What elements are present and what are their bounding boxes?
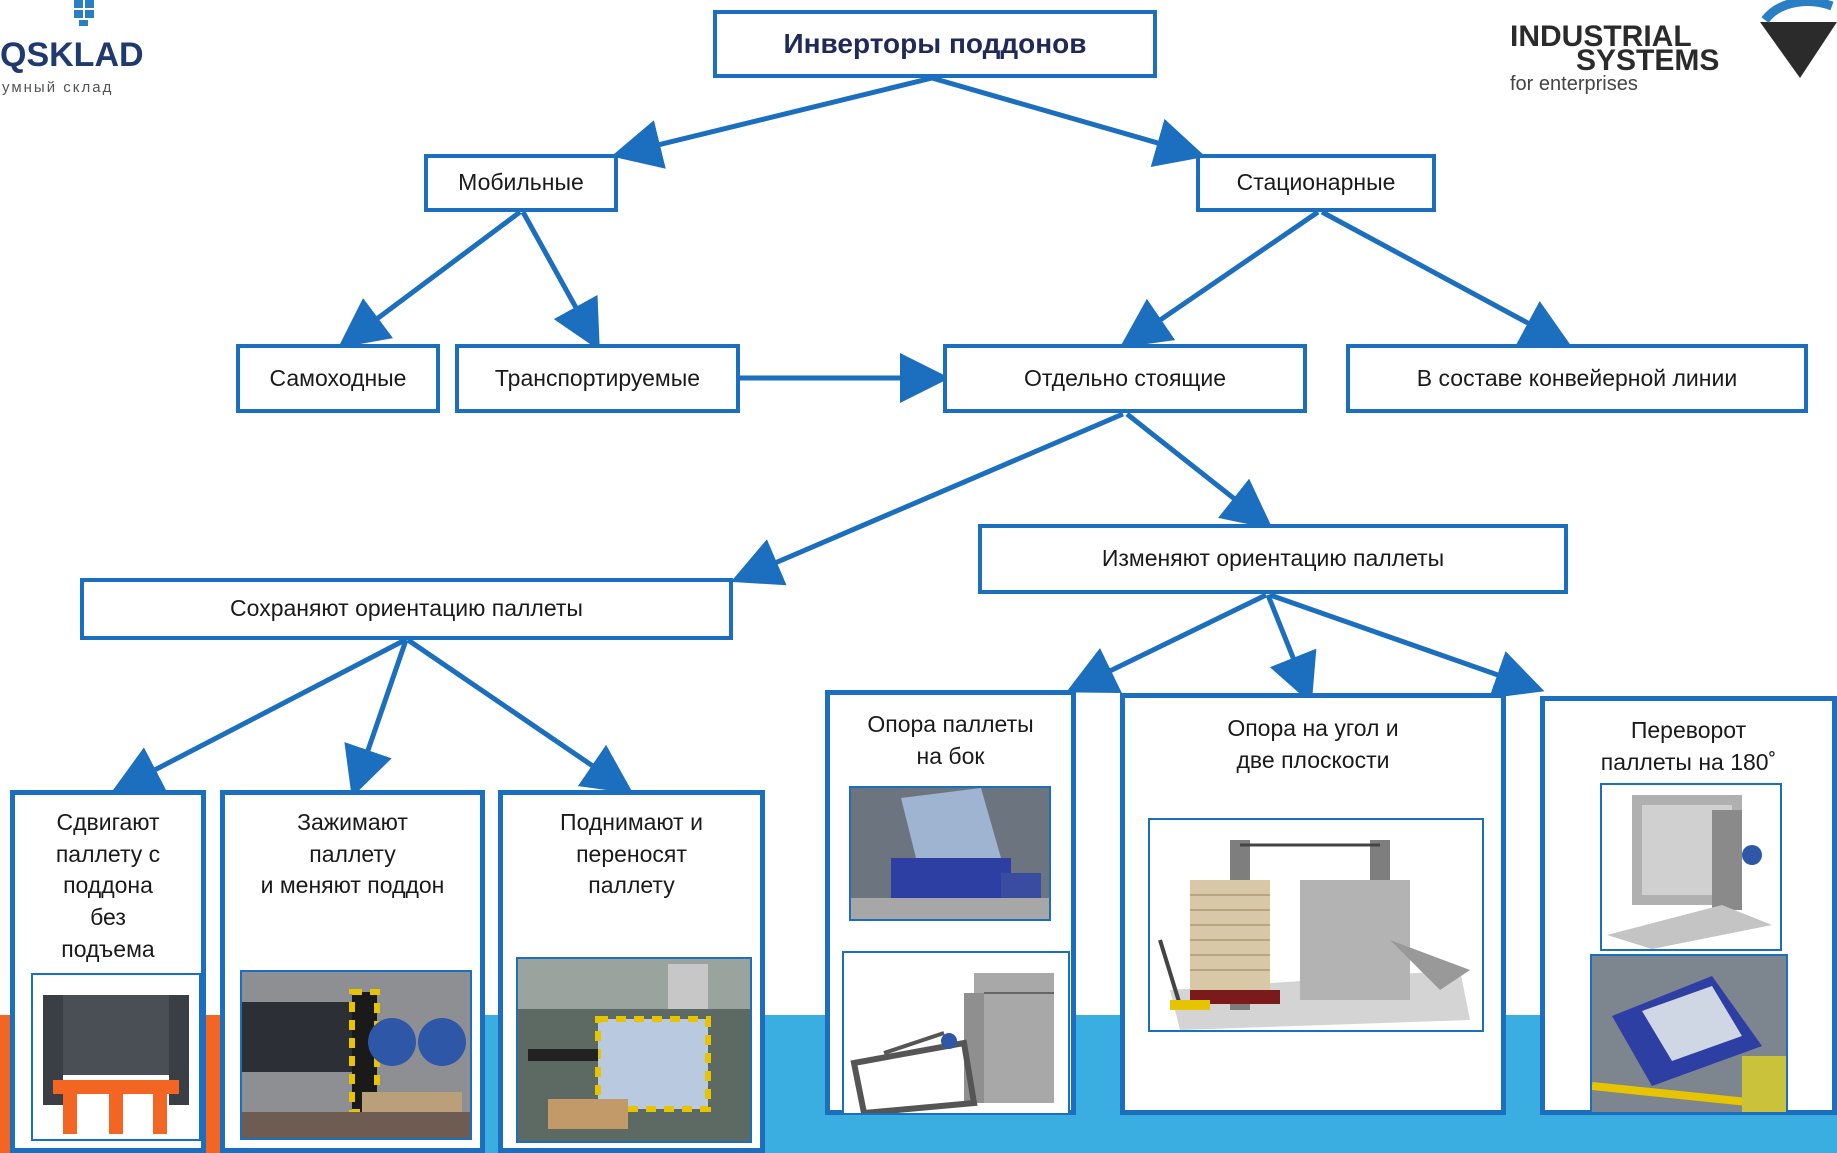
arrow-standalone-change [1125, 412, 1273, 530]
arrow-stationary-standalone [1119, 209, 1320, 348]
corner-machine-render [1148, 818, 1484, 1032]
flip-machine-photo [1590, 954, 1788, 1114]
card-corner-text: Опора на угол и две плоскости [1227, 715, 1399, 773]
node-mobile: Мобильные [424, 154, 618, 212]
node-keep-orientation: Сохраняют ориентацию паллеты [80, 578, 733, 640]
arrow-stationary-conveyor [1320, 209, 1572, 347]
node-transportable: Транспортируемые [455, 344, 740, 413]
logo-line-industrial: INDUSTRIAL [1510, 20, 1692, 53]
clamp-machine-image [240, 970, 472, 1140]
industrial-systems-logo: INDUSTRIAL SYSTEMS for enterprises [1510, 0, 1837, 95]
logo-line-systems: SYSTEMS [1576, 44, 1719, 77]
card-lift-text: Поднимают и переносят паллету [560, 809, 703, 899]
card-lift: Поднимают и переносят паллету [498, 790, 765, 1153]
flip-machine-render [1600, 783, 1782, 951]
card-clamp-text: Зажимают паллету и меняют поддон [260, 809, 445, 899]
card-shift: Сдвигают паллету с поддона без подъема [10, 790, 206, 1153]
node-conveyor: В составе конвейерной линии [1346, 344, 1808, 413]
card-shift-text: Сдвигают паллету с поддона без подъема [55, 809, 161, 962]
card-side: Опора паллеты на бок [825, 690, 1076, 1115]
arrow-change-flip [1269, 592, 1545, 699]
lift-machine-image [516, 957, 752, 1143]
card-flip-text: Переворот паллеты на 180˚ [1600, 717, 1777, 775]
arrow-mobile-selfpropelled [337, 209, 522, 348]
arrow-standalone-keep [730, 411, 1124, 586]
qsklad-logo-tagline: умный склад [2, 79, 113, 96]
card-corner: Опора на угол и две плоскости [1120, 693, 1506, 1115]
node-stationary: Стационарные [1196, 154, 1436, 212]
side-machine-render [842, 951, 1070, 1115]
side-machine-photo [849, 786, 1051, 921]
arrow-change-side [1066, 592, 1268, 693]
card-clamp: Зажимают паллету и меняют поддон [220, 790, 485, 1153]
logo-line-enterprises: for enterprises [1510, 73, 1638, 95]
arrow-keep-shift [111, 637, 407, 793]
node-change-orientation: Изменяют ориентацию паллеты [978, 524, 1568, 594]
arrow-change-corner [1265, 594, 1317, 705]
qsklad-logo: QSKLAD умный склад [0, 0, 144, 96]
card-flip: Переворот паллеты на 180˚ [1540, 696, 1837, 1115]
node-self-propelled: Самоходные [236, 344, 440, 413]
shift-machine-image [31, 973, 201, 1141]
arrow-root-stationary [931, 75, 1206, 167]
node-standalone: Отдельно стоящие [943, 344, 1307, 413]
arrow-root-mobile [611, 75, 933, 169]
node-root: Инверторы поддонов [713, 10, 1157, 78]
arrow-mobile-transportable [520, 210, 600, 351]
arrow-keep-lift [406, 637, 634, 794]
qsklad-logo-text: QSKLAD [0, 36, 144, 74]
arrow-keep-clamp [344, 639, 409, 798]
card-side-text: Опора паллеты на бок [867, 711, 1034, 769]
